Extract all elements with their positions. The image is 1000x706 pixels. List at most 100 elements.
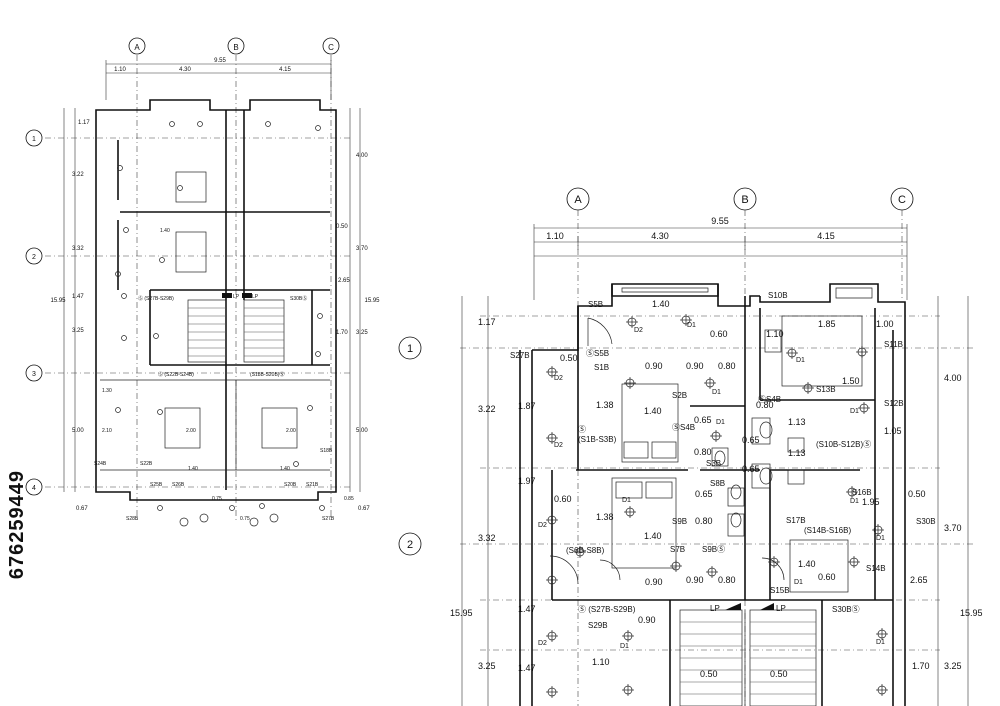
small-stair — [187, 299, 285, 363]
small-dim-seg-2: 4.30 — [179, 67, 191, 73]
label-s4b-b: ⓈS4B — [672, 423, 695, 432]
large-in-110-a: 1.10 — [766, 329, 784, 339]
small-left-dim-6: 5.00 — [72, 428, 84, 434]
grid-bubble-3-small — [25, 364, 43, 382]
large-right-dim-1: 4.00 — [944, 373, 962, 383]
label-s16b: S16B — [852, 488, 872, 497]
tag-d1-h: D1 — [622, 497, 631, 504]
small-right-dim-7: 5.00 — [356, 428, 368, 434]
large-lp-mark-1 — [725, 603, 741, 610]
large-in-090-e: 0.90 — [638, 615, 656, 625]
large-in-150: 1.50 — [842, 376, 860, 386]
large-in-090-b: 0.90 — [686, 361, 704, 371]
grid-label-a-large: A — [574, 194, 582, 206]
large-left-dim-6: 1.47 — [518, 663, 536, 673]
large-dim-seg-2: 4.30 — [651, 231, 669, 241]
small-right-height: 15.95 — [364, 298, 380, 304]
large-in-065-a: 0.65 — [694, 415, 712, 425]
large-in-060-a: 0.60 — [710, 329, 728, 339]
small-left-dim-3: 3.32 — [72, 246, 84, 252]
label-s14b-s16b: (S14B-S16B) — [804, 526, 851, 535]
large-in-080-a: 0.80 — [718, 361, 736, 371]
large-in-185: 1.85 — [818, 319, 836, 329]
label-s8b: S8B — [710, 479, 725, 488]
small-right-dim-2: 0.50 — [336, 224, 348, 230]
large-in-100: 1.00 — [876, 319, 894, 329]
tag-d1-f: D1 — [850, 498, 859, 505]
grid-label-1-large: 1 — [407, 343, 413, 355]
label-s12b: S12B — [884, 399, 904, 408]
large-bed-1 — [621, 383, 679, 463]
small-s21b: S21B — [306, 482, 319, 488]
label-s10b-s12b: (S10B-S12B)Ⓢ — [816, 440, 871, 449]
large-bath-fixtures — [711, 417, 805, 537]
small-left-dim-5: 3.25 — [72, 328, 84, 334]
large-in-050-b: 0.50 — [700, 669, 718, 679]
small-dim-overall: 9.55 — [214, 58, 226, 64]
label-s1b: S1B — [594, 363, 609, 372]
small-dim-seg-1: 1.10 — [114, 67, 126, 73]
large-right-dim-7: 3.25 — [944, 661, 962, 671]
large-lp-1: LP — [710, 604, 720, 613]
large-left-dim-5: 1.47 — [518, 604, 536, 614]
label-s27b-s29b: Ⓢ (S27B-S29B) — [578, 605, 636, 614]
large-right-height: 15.95 — [960, 608, 983, 618]
large-dim-seg-1: 1.10 — [546, 231, 564, 241]
large-in-140-a: 1.40 — [652, 299, 670, 309]
large-plan: A B C 1 2 9.55 1.10 4.30 4.15 1.17 3.22 … — [398, 187, 983, 706]
large-in-080-c: 0.80 — [694, 447, 712, 457]
tag-d1-c: D1 — [716, 419, 725, 426]
small-dim-140-b: 1.40 — [280, 466, 290, 472]
tag-d2-d: D2 — [538, 522, 547, 529]
large-in-113: 1.13 — [788, 417, 806, 427]
large-in-050-c: 0.50 — [770, 669, 788, 679]
tag-d1-j: D1 — [876, 639, 885, 646]
small-s26b: S26B — [172, 482, 185, 488]
small-dim-075-a: 0.75 — [212, 496, 222, 502]
grid-bubble-2-small — [25, 247, 43, 265]
tag-d2-e: D2 — [538, 640, 547, 647]
small-s27b: Ⓢ (S27B-S29B) — [138, 295, 174, 302]
grid-label-c-small: C — [328, 43, 334, 52]
grid-label-b-large: B — [741, 194, 748, 206]
tag-d1-a: D1 — [687, 322, 696, 329]
large-left-dim-4: 3.32 — [478, 533, 496, 543]
small-left-dim-2: 3.22 — [72, 172, 84, 178]
label-s1b-s3b: (S1B-S3B) — [578, 435, 617, 444]
label-s5b: S5B — [588, 300, 603, 309]
small-s20b: S20B — [284, 482, 297, 488]
label-s1b-s3b-circ: Ⓢ — [578, 425, 586, 434]
large-in-140-c: 1.40 — [644, 531, 662, 541]
small-bed-dim-2: 2.00 — [186, 428, 196, 434]
small-left-dim-4: 1.47 — [72, 294, 84, 300]
grid-bubble-c-small — [322, 37, 340, 55]
large-right-dim-6: 1.70 — [912, 661, 930, 671]
small-lp-mark-1 — [222, 293, 232, 298]
label-s11b: S11B — [884, 340, 903, 349]
large-left-dim-2: 3.22 — [478, 404, 496, 414]
small-s22b: Ⓢ (S22B-S24B) — [158, 371, 194, 378]
large-in-080-b: 0.80 — [756, 400, 774, 410]
large-right-dim-4: 3.70 — [944, 523, 962, 533]
small-right-dim-4: 2.65 — [338, 278, 350, 284]
small-dim-130: 1.30 — [102, 388, 112, 394]
small-plan: A B C 1 2 3 4 9.55 1.10 4.30 4.15 1.17 3… — [25, 37, 380, 527]
small-s28b: S28B — [126, 516, 139, 522]
small-left-dim-7: 0.67 — [76, 506, 88, 512]
large-left-dim-1: 1.17 — [478, 317, 496, 327]
grid-label-4-small: 4 — [32, 485, 36, 492]
label-s5b-circ: ⓈS5B — [586, 349, 609, 358]
small-right-dim-5: 3.25 — [356, 330, 368, 336]
label-s13b: S13B — [816, 385, 836, 394]
large-in-113-b: 1.13 — [788, 448, 806, 458]
large-in-195: 1.95 — [862, 497, 880, 507]
large-bed-4 — [789, 539, 849, 593]
label-s17b: S17B — [786, 516, 806, 525]
small-s30b: S30BⓈ — [290, 295, 307, 302]
label-s7b: S7B — [670, 545, 685, 554]
small-right-dim-3: 3.70 — [356, 246, 368, 252]
small-s27b-b: S27B — [322, 516, 335, 522]
tag-d1-d: D1 — [796, 357, 805, 364]
label-s2b: S2B — [672, 391, 687, 400]
grid-bubble-1-small — [25, 129, 43, 147]
